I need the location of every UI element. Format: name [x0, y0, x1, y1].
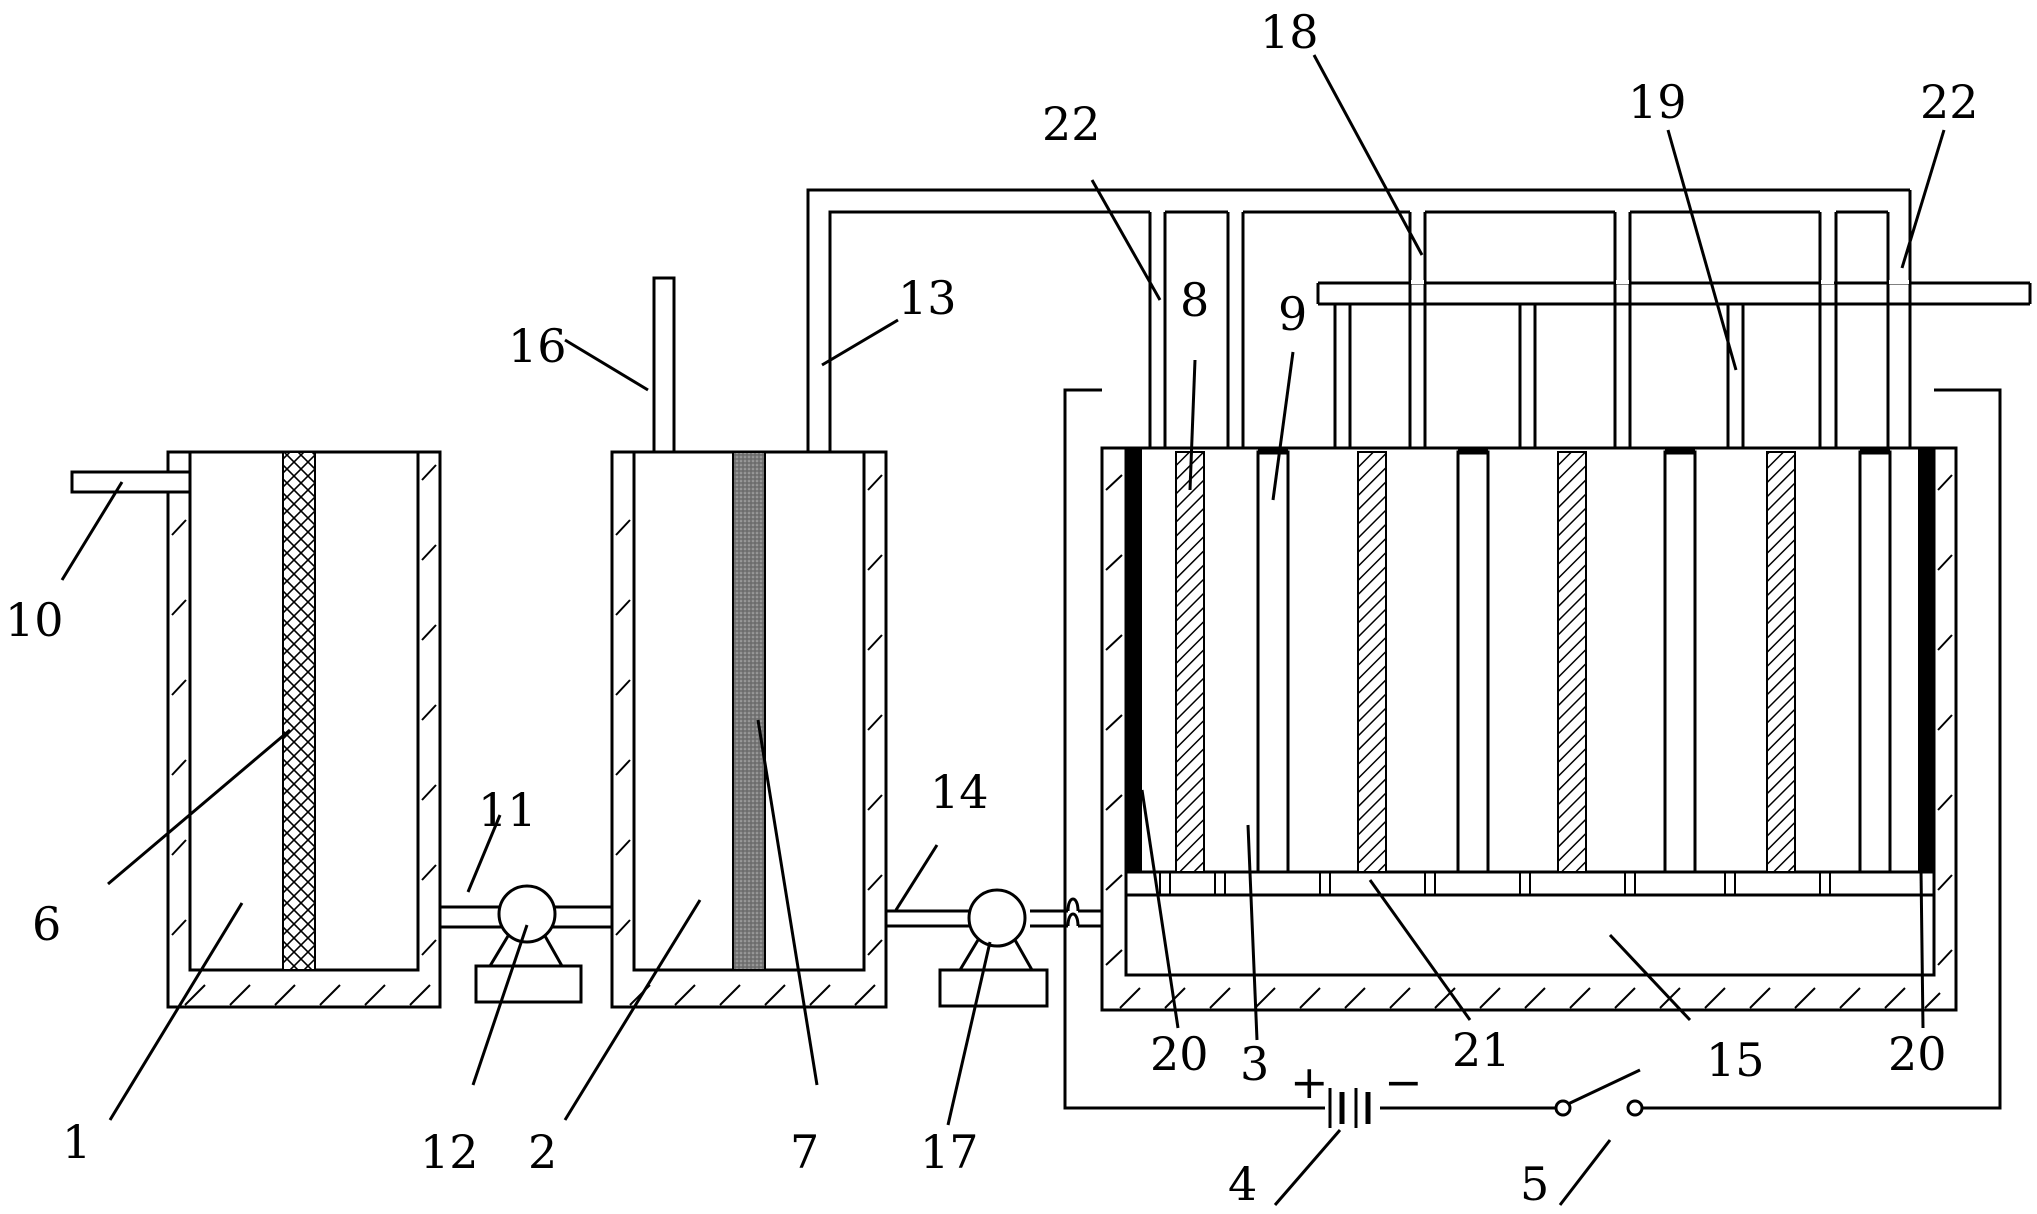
label-16: 16 [508, 319, 567, 373]
electrode-8-a [1175, 451, 1205, 873]
end-electrode-20-right [1918, 448, 1934, 872]
label-7: 7 [790, 1125, 819, 1179]
part-labels: 10 6 1 11 12 2 16 13 7 14 17 22 18 19 22… [5, 5, 1979, 1211]
tank-2 [610, 276, 888, 1009]
partition-9-c [1663, 450, 1697, 874]
pump-12 [474, 884, 583, 1004]
leader-lines [60, 54, 1946, 1206]
membrane-6 [282, 451, 316, 971]
manifold-18 [1226, 210, 1838, 448]
electrode-8-c [1557, 451, 1587, 873]
partition-9-d [1858, 450, 1892, 874]
tank-1 [70, 450, 442, 1009]
label-2: 2 [528, 1125, 557, 1179]
label-6: 6 [32, 897, 61, 951]
label-19: 19 [1628, 75, 1687, 129]
battery-plus-sign: + [1290, 1055, 1329, 1109]
electrolysis-tank-3 [1100, 446, 1958, 1012]
label-22-right: 22 [1920, 75, 1979, 129]
inlet-pipe-10 [70, 470, 192, 494]
label-21: 21 [1452, 1023, 1511, 1077]
plate-21-holes [1159, 872, 1831, 895]
label-17: 17 [920, 1125, 979, 1179]
vent-pipe-16 [652, 276, 676, 454]
label-22-left: 22 [1042, 97, 1101, 151]
label-8: 8 [1180, 273, 1209, 327]
label-20-left: 20 [1150, 1027, 1209, 1081]
label-1: 1 [62, 1115, 91, 1169]
tank-1-wall-hatching [171, 464, 437, 1006]
label-13: 13 [898, 271, 957, 325]
label-14: 14 [930, 765, 989, 819]
end-electrode-20-left [1126, 448, 1142, 872]
electrode-8-b [1357, 451, 1387, 873]
label-12: 12 [420, 1125, 479, 1179]
filter-layer-7 [732, 451, 766, 971]
label-5: 5 [1520, 1157, 1549, 1211]
pipe-14 [886, 897, 1102, 928]
label-3: 3 [1240, 1037, 1269, 1091]
chamber-15 [1124, 893, 1936, 977]
label-18: 18 [1260, 5, 1319, 59]
partition-9-b [1456, 450, 1490, 874]
electrode-8-d [1766, 451, 1796, 873]
manifold-22-outer [1148, 190, 1912, 448]
switch-5 [1554, 1068, 1644, 1117]
battery-4: + − [1290, 1055, 1423, 1128]
label-4: 4 [1228, 1157, 1257, 1211]
label-15: 15 [1706, 1033, 1765, 1087]
label-11: 11 [478, 783, 537, 837]
gas-pipe-13 [806, 188, 1910, 452]
battery-minus-sign: − [1384, 1055, 1423, 1109]
label-10: 10 [5, 593, 64, 647]
label-9: 9 [1278, 287, 1307, 341]
manifold-19 [1316, 281, 2032, 448]
pump-17 [938, 888, 1049, 1008]
circuit-wire [1063, 388, 2002, 1110]
label-20-right: 20 [1888, 1027, 1947, 1081]
partition-9-a [1256, 450, 1290, 874]
